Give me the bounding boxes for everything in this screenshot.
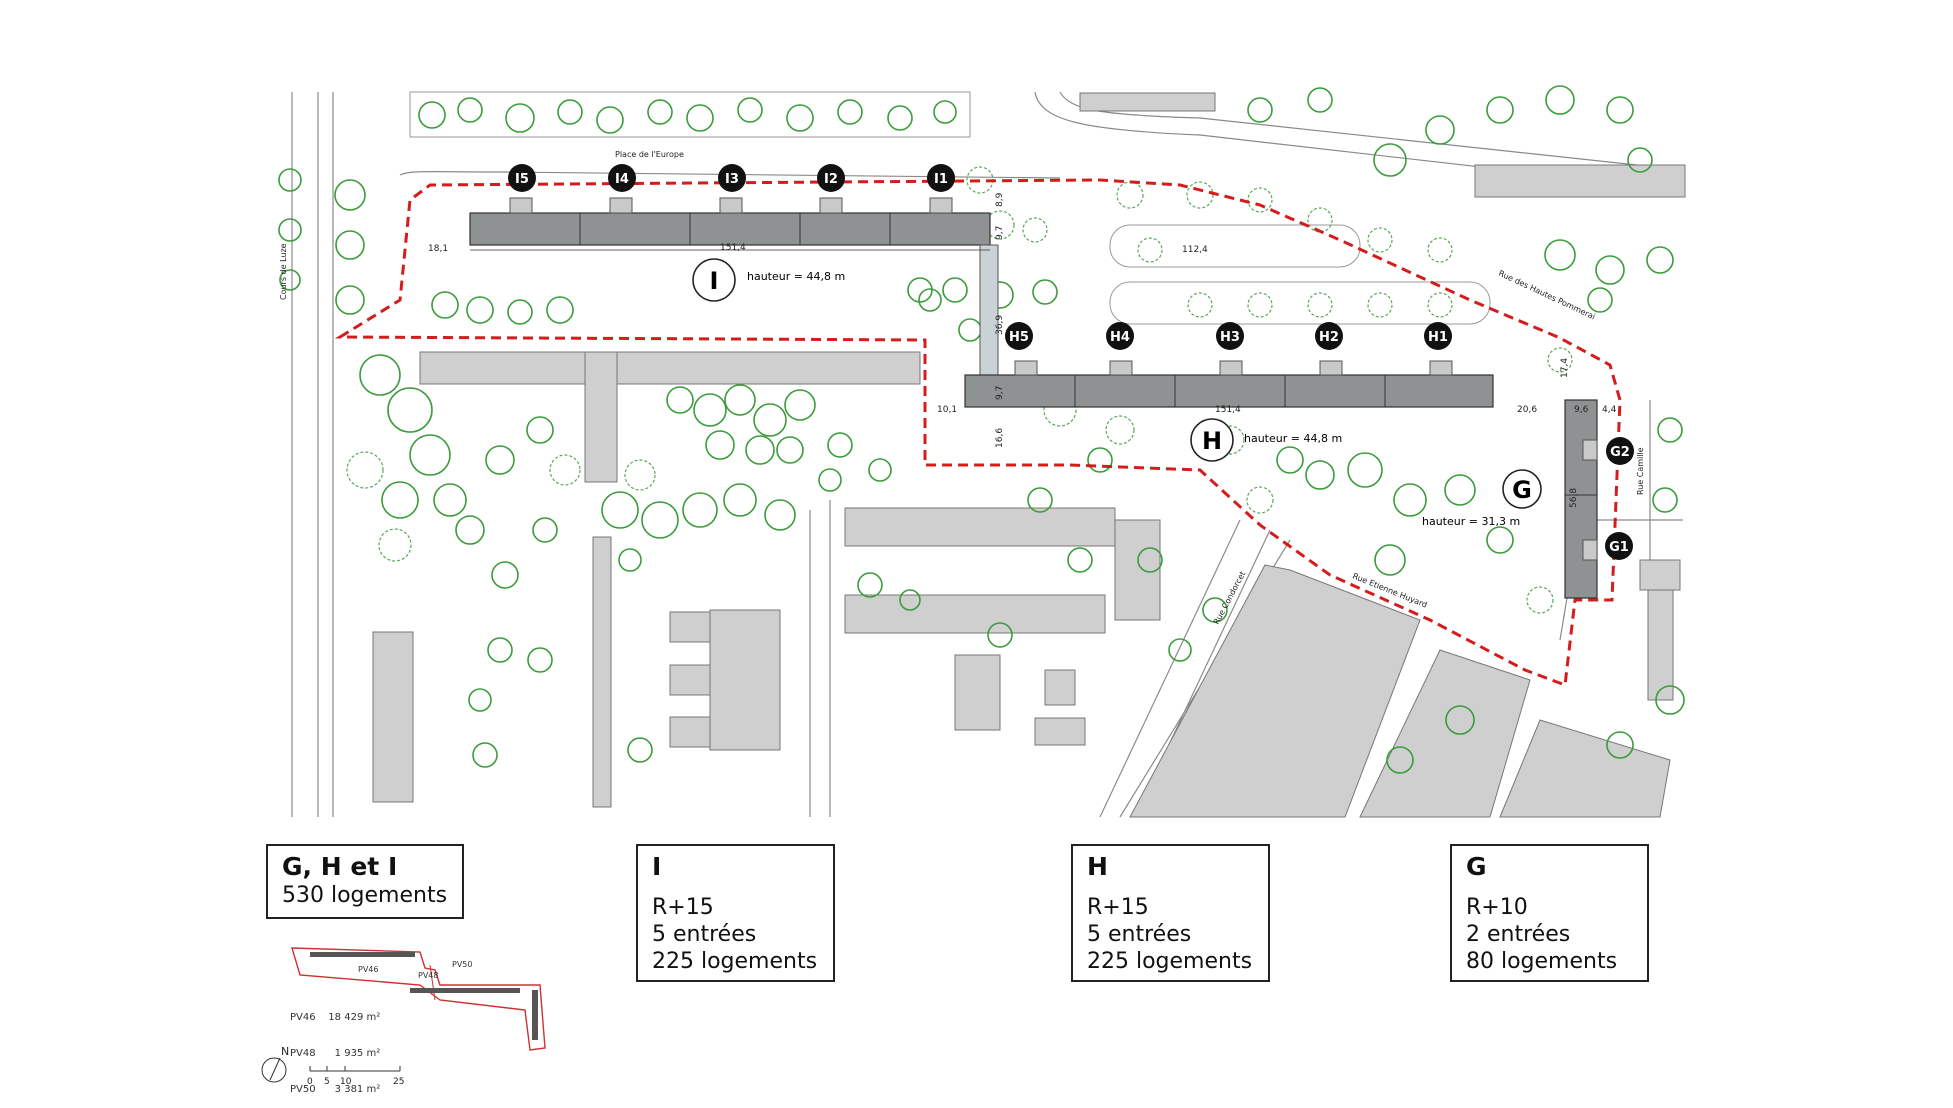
- key-plan-outline: [291, 947, 546, 1051]
- svg-text:G2: G2: [1610, 445, 1630, 460]
- card-i-letter: I: [652, 852, 662, 881]
- north-arrow: N: [261, 1045, 289, 1083]
- dim-g-length: 56,8: [1569, 488, 1579, 508]
- building-i: [469, 197, 999, 376]
- entrance-i2: I2: [817, 164, 845, 192]
- plot-area-pv50: PV50 3 381 m²: [290, 1084, 381, 1095]
- summary-box: G, H et I 530 logements: [266, 844, 464, 919]
- scale-tick-25: 25: [393, 1077, 404, 1087]
- building-g: [1564, 399, 1598, 599]
- building-g-letter: G: [1512, 476, 1532, 504]
- card-i-entrances: 5 entrées: [652, 922, 757, 947]
- card-building-h: H R+15 5 entrées 225 logements: [1071, 844, 1270, 982]
- building-i-height: hauteur = 44,8 m: [747, 270, 845, 283]
- svg-text:I4: I4: [615, 172, 629, 187]
- street-place-europe: Place de l'Europe: [615, 150, 684, 159]
- entrance-i5: I5: [508, 164, 536, 192]
- scale-tick-0: 0: [307, 1077, 313, 1087]
- dim-g-top: 17,4: [1560, 358, 1570, 378]
- svg-text:H5: H5: [1009, 330, 1029, 345]
- card-building-g: G R+10 2 entrées 80 logements: [1450, 844, 1649, 982]
- svg-text:I2: I2: [824, 172, 838, 187]
- card-building-i: I R+15 5 entrées 225 logements: [636, 844, 835, 982]
- entrance-h1: H1: [1424, 322, 1452, 350]
- dim-i-right-top: 8,9: [995, 192, 1005, 207]
- entrance-i3: I3: [718, 164, 746, 192]
- svg-text:H2: H2: [1319, 330, 1339, 345]
- parking-rows: [409, 91, 1686, 325]
- building-g-height: hauteur = 31,3 m: [1422, 515, 1520, 528]
- entrance-markers: I5 I4 I3 I2 I1 H5 H4 H3 H2 H1 G2 G1: [508, 164, 1634, 560]
- roads: [291, 91, 1684, 818]
- dim-connector: 36,9: [995, 315, 1005, 335]
- dim-i-length: 151,4: [720, 243, 746, 253]
- key-plan: PV46 PV48 PV50: [291, 947, 546, 1051]
- key-plan-bar-h: [410, 988, 520, 993]
- card-g-letter: G: [1466, 852, 1487, 881]
- card-g-floors: R+10: [1466, 895, 1528, 920]
- dim-g-side: 4,4: [1602, 405, 1617, 415]
- card-g-entrances: 2 entrées: [1466, 922, 1571, 947]
- entrance-g1: G1: [1605, 532, 1633, 560]
- key-plan-bar-i: [310, 952, 415, 957]
- existing-buildings: [372, 351, 1681, 818]
- card-i-floors: R+15: [652, 895, 714, 920]
- dim-h-length: 151,4: [1215, 405, 1241, 415]
- north-label: N: [281, 1045, 289, 1058]
- dim-i-right-bottom: 9,7: [995, 226, 1005, 240]
- entrance-i1: I1: [927, 164, 955, 192]
- scale-bar: 0 5 10 25: [307, 1066, 404, 1087]
- building-g-marker: [1502, 469, 1542, 509]
- dim-h-left: 10,1: [937, 405, 957, 415]
- key-plan-label-pv48: PV48: [418, 971, 438, 980]
- svg-text:H4: H4: [1110, 330, 1130, 345]
- dim-i-left: 18,1: [428, 244, 448, 254]
- dim-h-right: 20,6: [1517, 405, 1537, 415]
- svg-text:G1: G1: [1609, 540, 1629, 555]
- dim-g-width: 9,6: [1574, 405, 1589, 415]
- entrance-g2: G2: [1606, 437, 1634, 465]
- building-h-letter: H: [1202, 427, 1222, 455]
- key-plan-bar-g: [532, 990, 538, 1040]
- plot-area-pv48: PV48 1 935 m²: [290, 1048, 381, 1059]
- summary-total: 530 logements: [282, 883, 448, 908]
- svg-text:I3: I3: [725, 172, 739, 187]
- street-cours-luze: Cours de Luze: [279, 243, 288, 300]
- project-boundary: [334, 178, 1622, 688]
- plot-areas: PV46 18 429 m² PV48 1 935 m² PV50 3 381 …: [290, 988, 380, 1108]
- dim-h-below: 16,6: [995, 428, 1005, 448]
- street-camille: Rue Camille: [1636, 447, 1645, 495]
- plot-area-pv46: PV46 18 429 m²: [290, 1012, 381, 1023]
- svg-text:H3: H3: [1220, 330, 1240, 345]
- building-i-letter: I: [710, 267, 719, 295]
- card-h-floors: R+15: [1087, 895, 1149, 920]
- scale-tick-5: 5: [324, 1077, 330, 1087]
- key-plan-label-pv46: PV46: [358, 965, 378, 974]
- dim-parking: 112,4: [1182, 245, 1208, 255]
- card-h-entrances: 5 entrées: [1087, 922, 1192, 947]
- building-h: [964, 360, 1494, 408]
- key-plan-label-pv50: PV50: [452, 960, 472, 969]
- entrance-h4: H4: [1106, 322, 1134, 350]
- card-h-letter: H: [1087, 852, 1108, 881]
- svg-text:I5: I5: [515, 172, 529, 187]
- card-g-units: 80 logements: [1466, 949, 1618, 974]
- svg-text:I1: I1: [934, 172, 948, 187]
- building-h-marker: [1190, 418, 1234, 462]
- entrance-h3: H3: [1216, 322, 1244, 350]
- dim-h-left-top: 9,7: [995, 386, 1005, 400]
- entrance-h5: H5: [1005, 322, 1033, 350]
- building-i-marker: [692, 258, 736, 302]
- building-labels: I hauteur = 44,8 m H hauteur = 44,8 m G …: [692, 258, 1542, 528]
- entrance-i4: I4: [608, 164, 636, 192]
- summary-title: G, H et I: [282, 852, 398, 881]
- card-i-units: 225 logements: [652, 949, 818, 974]
- card-h-units: 225 logements: [1087, 949, 1253, 974]
- svg-text:H1: H1: [1428, 330, 1448, 345]
- building-h-height: hauteur = 44,8 m: [1244, 432, 1342, 445]
- scale-tick-10: 10: [340, 1077, 352, 1087]
- entrance-h2: H2: [1315, 322, 1343, 350]
